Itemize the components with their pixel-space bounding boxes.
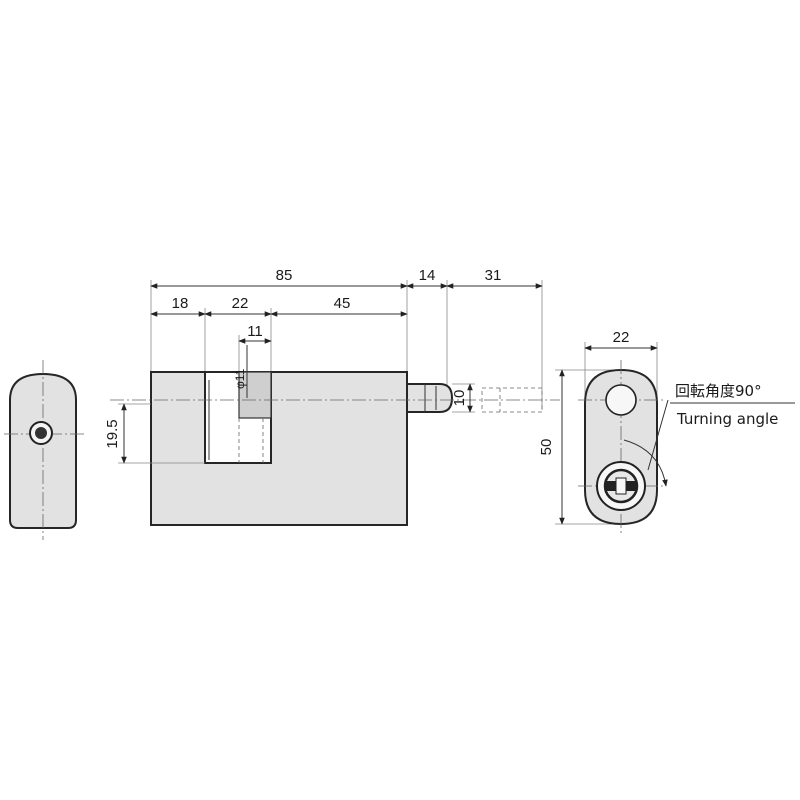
dim-segment-a: 18 [172, 295, 189, 312]
right-end-view [555, 342, 669, 534]
dim-body-height: 50 [538, 439, 555, 456]
dim-segment-c: 45 [334, 295, 351, 312]
dim-pin-dia: 10 [451, 390, 468, 407]
dim-shackle-width: 11 [247, 323, 263, 340]
dim-segment-b: 22 [232, 295, 249, 312]
dim-overall-length: 85 [276, 267, 293, 284]
dim-end-width: 22 [613, 329, 630, 346]
main-side-view [110, 280, 560, 526]
dimension-lines [150, 283, 543, 413]
dim-slot-height: 19.5 [104, 419, 121, 448]
turning-angle-en: Turning angle [676, 410, 778, 428]
dim-shackle-dia: φ11 [233, 368, 247, 389]
turning-angle-jp: 回転角度90° [675, 382, 762, 400]
dim-pin-travel: 31 [485, 267, 502, 284]
left-end-view [4, 360, 84, 540]
dim-pin-exposed: 14 [419, 267, 436, 284]
